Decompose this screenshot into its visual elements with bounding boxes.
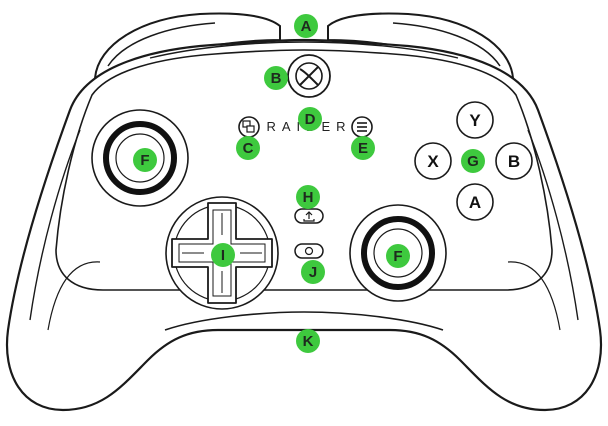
callout-a-label: A [301,18,312,35]
face-button-x: X [415,143,451,179]
callout-k-label: K [303,333,314,350]
face-button-y: Y [457,102,493,138]
face-button-b: B [496,143,532,179]
xbox-logo-icon [288,55,330,97]
menu-button-icon [352,117,372,137]
callout-c-label: C [243,140,254,157]
face-button-y-label: Y [469,111,481,130]
capture-button-icon [295,244,323,258]
face-button-a-label: A [469,193,481,212]
face-button-b-label: B [508,152,520,171]
callout-b-label: B [271,70,282,87]
callout-d-label: D [305,111,316,128]
share-button-icon [295,209,323,223]
callout-e-label: E [358,140,368,157]
callout-f-left-label: F [140,152,149,169]
callout-j-label: J [309,264,317,281]
callout-h-label: H [303,189,314,206]
callout-i-label: I [221,247,225,264]
face-button-a: A [457,184,493,220]
callout-g-label: G [467,153,479,170]
face-button-x-label: X [427,152,439,171]
view-button-icon [239,117,259,137]
callout-f-right-label: F [393,248,402,265]
